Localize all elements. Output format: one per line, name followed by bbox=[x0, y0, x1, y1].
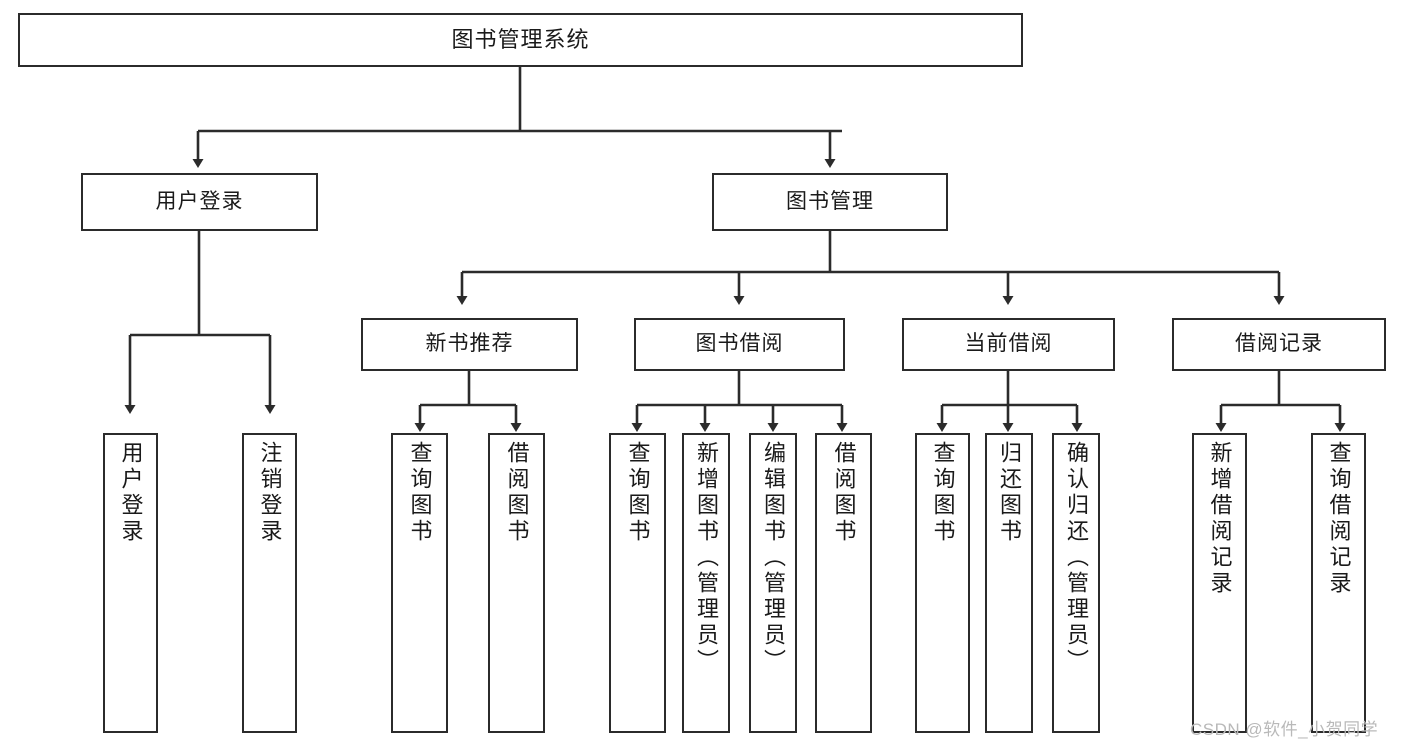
leaf-return-book[interactable]: 归还图书 bbox=[985, 433, 1033, 733]
leaf-confirm-return-admin[interactable]: 确认归还（管理员） bbox=[1052, 433, 1100, 733]
leaf-add-book-admin[interactable]: 新增图书（管理员） bbox=[682, 433, 730, 733]
leaf-add-borrow-record[interactable]: 新增借阅记录 bbox=[1192, 433, 1247, 733]
leaf-query-book-recommend[interactable]: 查询图书 bbox=[391, 433, 448, 733]
node-label: 查询图书 bbox=[407, 441, 433, 545]
leaf-borrow-book[interactable]: 借阅图书 bbox=[815, 433, 872, 733]
node-label: 新增借阅记录 bbox=[1207, 441, 1233, 597]
node-user-login[interactable]: 用户登录 bbox=[81, 173, 318, 231]
node-label: 查询借阅记录 bbox=[1326, 441, 1352, 597]
node-borrow-record[interactable]: 借阅记录 bbox=[1172, 318, 1386, 371]
node-new-book-recommend[interactable]: 新书推荐 bbox=[361, 318, 578, 371]
leaf-query-borrow-record[interactable]: 查询借阅记录 bbox=[1311, 433, 1366, 733]
node-label: 用户登录 bbox=[155, 189, 244, 213]
node-label: 查询图书 bbox=[930, 441, 956, 545]
node-book-management[interactable]: 图书管理 bbox=[712, 173, 948, 231]
node-label: 图书管理 bbox=[786, 189, 874, 213]
node-root-book-management-system[interactable]: 图书管理系统 bbox=[18, 13, 1023, 67]
leaf-user-login[interactable]: 用户登录 bbox=[103, 433, 158, 733]
node-book-borrow[interactable]: 图书借阅 bbox=[634, 318, 845, 371]
leaf-logout[interactable]: 注销登录 bbox=[242, 433, 297, 733]
watermark: CSDN @软件_小贺同学 bbox=[1190, 720, 1379, 739]
node-label: 编辑图书（管理员） bbox=[761, 441, 786, 675]
leaf-edit-book-admin[interactable]: 编辑图书（管理员） bbox=[749, 433, 797, 733]
leaf-query-book-borrow[interactable]: 查询图书 bbox=[609, 433, 666, 733]
node-label: 注销登录 bbox=[257, 441, 283, 545]
node-label: 查询图书 bbox=[625, 441, 651, 545]
node-label: 图书管理系统 bbox=[451, 27, 590, 53]
leaf-borrow-book-recommend[interactable]: 借阅图书 bbox=[488, 433, 545, 733]
node-label: 借阅图书 bbox=[831, 441, 857, 545]
node-current-borrow[interactable]: 当前借阅 bbox=[902, 318, 1115, 371]
node-label: 当前借阅 bbox=[964, 332, 1053, 356]
node-label: 图书借阅 bbox=[695, 332, 784, 356]
node-label: 归还图书 bbox=[997, 441, 1022, 545]
node-label: 新增图书（管理员） bbox=[694, 441, 719, 675]
node-label: 确认归还（管理员） bbox=[1064, 441, 1089, 675]
node-label: 新书推荐 bbox=[425, 332, 514, 356]
leaf-query-book-current[interactable]: 查询图书 bbox=[915, 433, 970, 733]
node-label: 用户登录 bbox=[118, 441, 144, 545]
node-label: 借阅记录 bbox=[1235, 332, 1323, 356]
node-label: 借阅图书 bbox=[504, 441, 530, 545]
